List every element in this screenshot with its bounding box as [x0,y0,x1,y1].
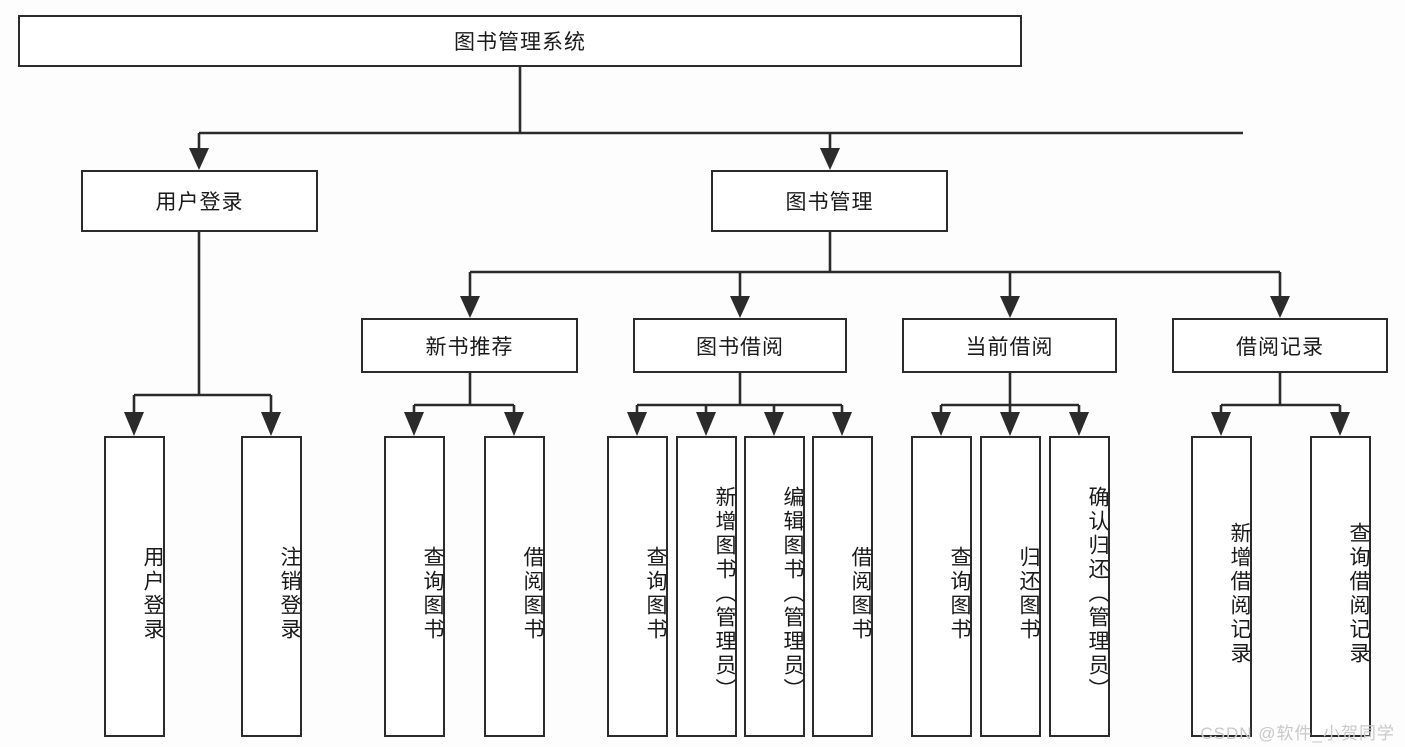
node-root-label: 图书管理系统 [454,31,586,54]
node-current-borrow[interactable]: 当前借阅 [902,318,1117,373]
node-leaf-return-book[interactable]: 归还图书 [980,436,1041,737]
node-new-book-recommend-label: 新书推荐 [425,335,514,359]
node-book-manage-label: 图书管理 [785,191,874,214]
node-leaf-query-record[interactable]: 查询借阅记录 [1310,436,1371,737]
node-borrow-record[interactable]: 借阅记录 [1172,318,1388,373]
node-leaf-query-record-label: 查询借阅记录 [1347,521,1370,666]
node-leaf-borrow-book-2[interactable]: 借阅图书 [812,436,873,737]
node-leaf-query-book-2[interactable]: 查询图书 [607,436,668,737]
node-user-login[interactable]: 用户登录 [81,170,318,232]
node-leaf-user-logout-label: 注销登录 [278,545,301,642]
node-leaf-query-book-2-label: 查询图书 [644,545,667,642]
node-leaf-user-login-label: 用户登录 [141,545,164,642]
node-borrow-record-label: 借阅记录 [1236,335,1324,359]
node-book-borrow[interactable]: 图书借阅 [633,318,847,373]
node-leaf-query-book-1-label: 查询图书 [421,545,444,642]
node-leaf-user-login[interactable]: 用户登录 [104,436,165,737]
node-book-manage[interactable]: 图书管理 [711,170,948,232]
node-user-login-label: 用户登录 [155,191,244,214]
node-leaf-edit-book[interactable]: 编辑图书（管理员） [744,436,805,737]
node-leaf-confirm-return[interactable]: 确认归还（管理员） [1049,436,1110,737]
node-leaf-add-record-label: 新增借阅记录 [1228,521,1251,666]
node-new-book-recommend[interactable]: 新书推荐 [361,318,578,373]
node-leaf-query-book-3[interactable]: 查询图书 [911,436,972,737]
node-leaf-borrow-book-1-label: 借阅图书 [521,545,544,642]
node-leaf-confirm-return-label: 确认归还（管理员） [1086,485,1109,702]
node-leaf-borrow-book-2-label: 借阅图书 [849,545,872,642]
node-leaf-query-book-1[interactable]: 查询图书 [384,436,445,737]
node-leaf-add-record[interactable]: 新增借阅记录 [1191,436,1252,737]
node-root[interactable]: 图书管理系统 [18,15,1022,67]
node-book-borrow-label: 图书借阅 [696,335,784,359]
node-leaf-return-book-label: 归还图书 [1017,545,1040,642]
node-leaf-add-book[interactable]: 新增图书（管理员） [676,436,737,737]
node-current-borrow-label: 当前借阅 [965,335,1054,359]
node-leaf-borrow-book-1[interactable]: 借阅图书 [484,436,545,737]
node-leaf-query-book-3-label: 查询图书 [948,545,971,642]
node-leaf-add-book-label: 新增图书（管理员） [713,485,736,702]
node-leaf-edit-book-label: 编辑图书（管理员） [781,485,804,702]
node-leaf-user-logout[interactable]: 注销登录 [241,436,302,737]
